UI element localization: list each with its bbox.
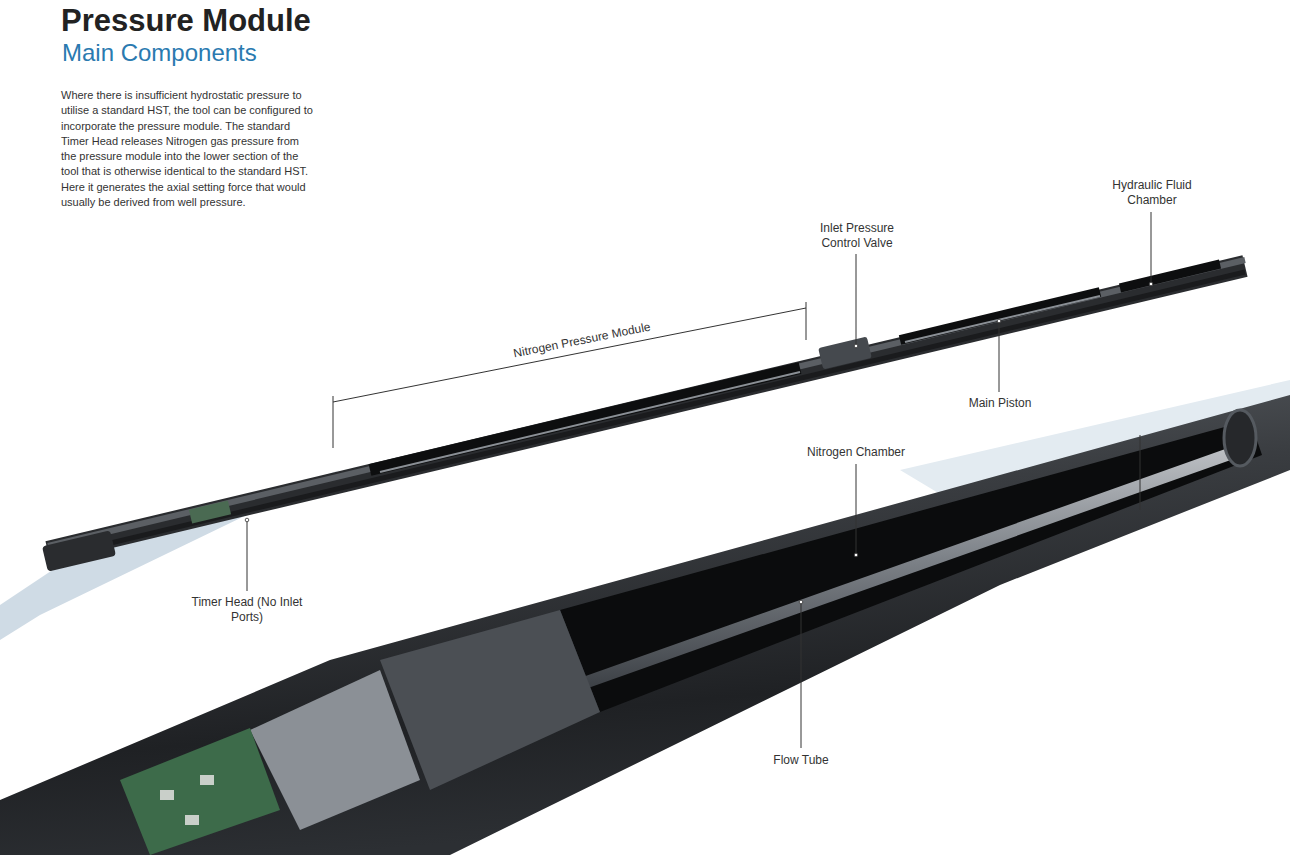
chip bbox=[185, 815, 199, 825]
circuit-board bbox=[120, 728, 280, 855]
part-label: Inlet Pressure Control Valve bbox=[802, 221, 912, 251]
chip bbox=[160, 790, 174, 800]
circuit-board bbox=[189, 501, 231, 524]
leader-dot bbox=[245, 518, 249, 522]
dimension-bracket bbox=[333, 308, 806, 402]
lower-tool bbox=[0, 395, 1290, 855]
part-label: Hydraulic Fluid Chamber bbox=[1097, 178, 1207, 208]
housing bbox=[0, 395, 1290, 855]
leader-dot bbox=[854, 553, 858, 557]
description-text: Where there is insufficient hydrostatic … bbox=[61, 88, 313, 210]
leader-line bbox=[999, 321, 1000, 392]
piston-rod bbox=[905, 296, 1100, 342]
chip bbox=[200, 775, 214, 785]
subtitle: Main Components bbox=[62, 38, 362, 68]
part-label: Timer Head (No Inlet Ports) bbox=[182, 595, 312, 625]
tool-end bbox=[42, 530, 116, 572]
leader-lines bbox=[247, 212, 1151, 748]
leader-line bbox=[1151, 212, 1152, 284]
leader-line bbox=[801, 602, 802, 748]
control-valve bbox=[818, 337, 872, 370]
nitrogen-cutaway bbox=[370, 368, 800, 470]
end-cap bbox=[1224, 410, 1256, 466]
leader-dot bbox=[799, 600, 803, 604]
piston-cutaway bbox=[900, 292, 1100, 340]
dimension-label: Nitrogen Pressure Module bbox=[482, 314, 681, 368]
flow-tube-small bbox=[380, 372, 800, 472]
leader-dots bbox=[245, 282, 1153, 604]
leader-line bbox=[856, 464, 857, 555]
dimension-tick bbox=[806, 302, 807, 340]
leader-line bbox=[1140, 435, 1141, 510]
leader-line bbox=[856, 254, 857, 346]
hydraulic-cutaway bbox=[1120, 264, 1220, 288]
nitrogen-cutaway bbox=[560, 420, 1262, 712]
part-label: Nitrogen Chamber bbox=[791, 445, 921, 460]
leader-dot bbox=[997, 319, 1001, 323]
part-label: Flow Tube bbox=[746, 753, 856, 768]
part-label: Main Piston bbox=[945, 396, 1055, 411]
page-title: Pressure Module bbox=[61, 2, 311, 40]
dimension-tick bbox=[333, 396, 334, 448]
leader-dot bbox=[854, 344, 858, 348]
flow-tube bbox=[570, 452, 1235, 688]
leader-dot bbox=[1149, 282, 1153, 286]
leader-line bbox=[247, 520, 248, 591]
